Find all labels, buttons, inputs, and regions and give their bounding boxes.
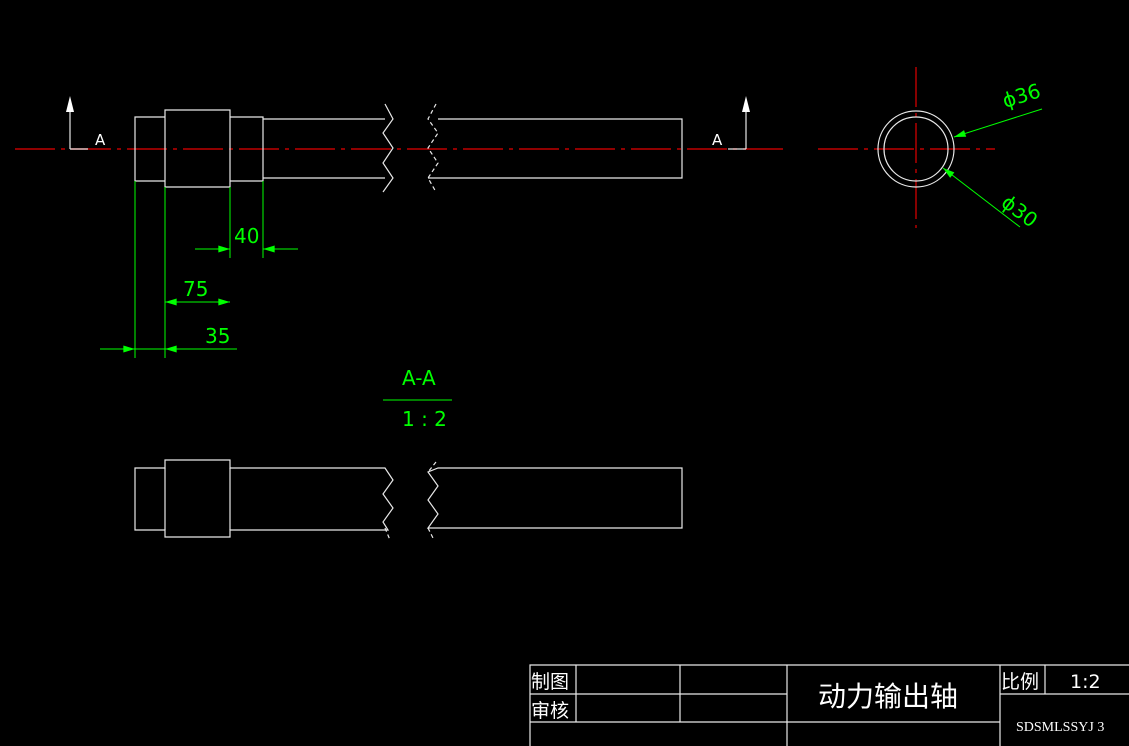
scale-label: 比例 (1001, 671, 1039, 693)
dimension-text: ϕ36 (999, 79, 1043, 113)
dimension-40: 40 (195, 181, 298, 258)
section-right-hatched (426, 467, 683, 529)
break-line-right (427, 103, 439, 193)
section-left-hatched (134, 459, 394, 538)
section-mark-right: A (712, 96, 750, 150)
outer-circle (877, 110, 955, 188)
dimension-75: 75 (134, 181, 230, 358)
part-name: 动力输出轴 (818, 680, 958, 713)
dimension-35: 35 (100, 324, 237, 353)
shaft-right-outline (428, 118, 683, 179)
dimension-text: 75 (183, 277, 208, 301)
drawing-number: SDSMLSSYJ 3 (1016, 720, 1104, 735)
scale-value: 1:2 (1070, 671, 1101, 693)
inner-circle (883, 116, 949, 182)
section-mark-label: A (95, 131, 106, 149)
checked-by-label: 审核 (531, 700, 569, 722)
dimension-text: 40 (234, 224, 259, 248)
section-scale: 1 : 2 (402, 407, 447, 431)
title-block: 制图 审核 动力输出轴 比例 1:2 SDSMLSSYJ 3 (529, 664, 1129, 746)
end-view: ϕ36 ϕ30 (818, 67, 1043, 232)
dimension-text: 35 (205, 324, 230, 348)
break-line-left (382, 103, 394, 193)
section-view (134, 459, 683, 541)
main-view: A A 40 75 35 (15, 96, 785, 358)
section-label: A-A 1 : 2 (383, 366, 452, 431)
section-title: A-A (402, 366, 436, 390)
dimension-text: ϕ30 (997, 190, 1042, 232)
leader-dia30 (942, 167, 1021, 228)
drawn-by-label: 制图 (531, 671, 569, 693)
section-mark-label: A (712, 131, 723, 149)
leader-dia36 (953, 108, 1043, 138)
section-mark-left: A (66, 96, 106, 150)
